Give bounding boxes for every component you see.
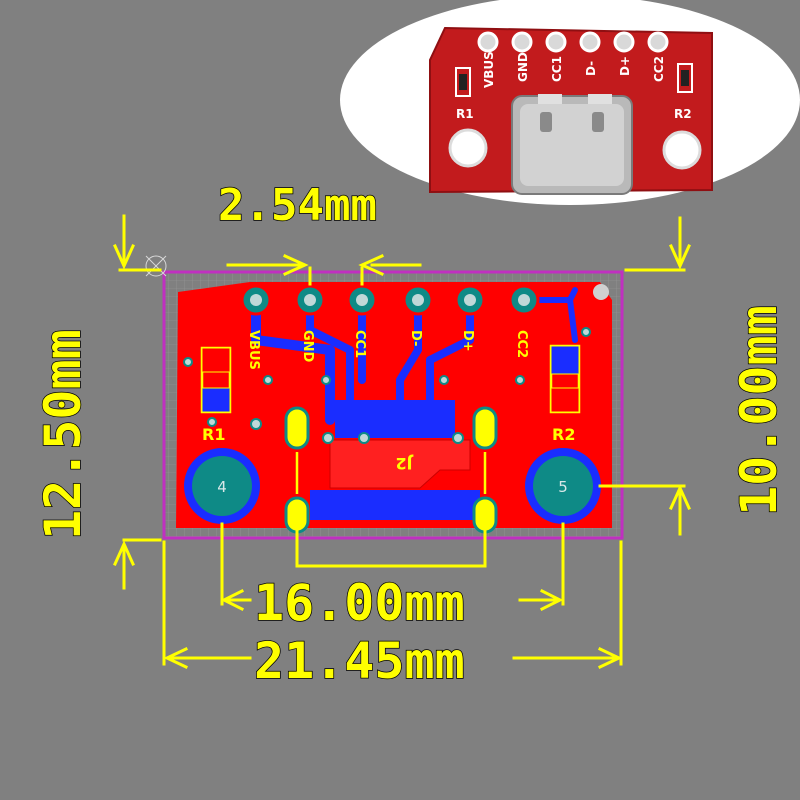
- silk-label-cc2: CC2: [514, 330, 529, 358]
- photo-label-dminus: D-: [584, 61, 598, 76]
- photo-label-cc2: CC2: [652, 56, 666, 82]
- dim-label-width: 21.45mm: [254, 632, 465, 690]
- connector-outline: [295, 452, 487, 494]
- photo-r2-outline: [677, 63, 693, 93]
- pitch-arrowhead-left: [283, 254, 309, 276]
- photo-header-holes: [477, 31, 669, 53]
- photo-label-vbus: VBUS: [482, 51, 496, 88]
- dimension-lines: [113, 214, 691, 669]
- height-arrowhead-bottom: [113, 540, 135, 566]
- label-hole-4: 4: [217, 478, 227, 496]
- header-pads: [240, 284, 540, 316]
- dim-label-hole-spacing: 16.00mm: [254, 574, 465, 632]
- inner-arrowhead-bottom: [669, 484, 691, 510]
- silk-label-vbus: VBUS: [246, 330, 261, 370]
- mount-hole-left: 4: [184, 448, 260, 524]
- resistor-r2: R2: [549, 344, 581, 444]
- pcb-layout: VBUS GND CC1 D- D+ CC2 R1 R2: [145, 255, 624, 540]
- width-arrowhead-left: [163, 647, 188, 669]
- width-arrowhead-right: [598, 647, 623, 669]
- photo-r1-outline: [455, 67, 471, 97]
- photo-label-cc1: CC1: [550, 56, 564, 82]
- corner-marker: [593, 284, 609, 300]
- dim-label-height: 12.50mm: [34, 329, 92, 540]
- holes-arrowhead-left: [220, 588, 245, 612]
- photo-mount-hole-right: [662, 130, 702, 170]
- photo-mount-hole-left: [448, 128, 488, 168]
- dim-label-pitch: 2.54mm: [218, 180, 377, 231]
- silk-label-dplus: D+: [460, 330, 475, 352]
- connector-shield-bottom: [310, 490, 480, 520]
- label-j2: J2: [395, 454, 413, 473]
- vias: [183, 327, 591, 444]
- height-arrowhead-top: [113, 244, 135, 270]
- photo-label-gnd: GND: [516, 52, 530, 82]
- silk-label-gnd: GND: [300, 330, 315, 363]
- photo-label-r2: R2: [674, 107, 692, 121]
- connector-bracket: [295, 528, 487, 568]
- label-r2: R2: [552, 425, 575, 444]
- silk-label-cc1: CC1: [352, 330, 367, 358]
- dim-label-inner-height: 10.00mm: [730, 305, 788, 516]
- origin-crosshair: [145, 255, 167, 277]
- connector-bottom-pad: [335, 400, 455, 438]
- silk-label-dminus: D-: [408, 330, 423, 346]
- product-photo: VBUS GND CC1 D- D+ CC2 R1 R2: [340, 0, 800, 205]
- label-r1: R1: [202, 425, 225, 444]
- connector-shield-pad: [329, 439, 471, 489]
- resistor-r1: R1: [200, 346, 232, 444]
- mount-hole-right: 5: [525, 448, 601, 524]
- photo-label-dplus: D+: [618, 56, 632, 76]
- photo-usb-c-connector: [511, 94, 633, 195]
- pitch-arrowhead-right: [358, 254, 384, 276]
- inner-arrowhead-top: [669, 244, 691, 270]
- holes-arrowhead-right: [539, 588, 564, 612]
- photo-label-r1: R1: [456, 107, 474, 121]
- label-hole-5: 5: [558, 478, 568, 496]
